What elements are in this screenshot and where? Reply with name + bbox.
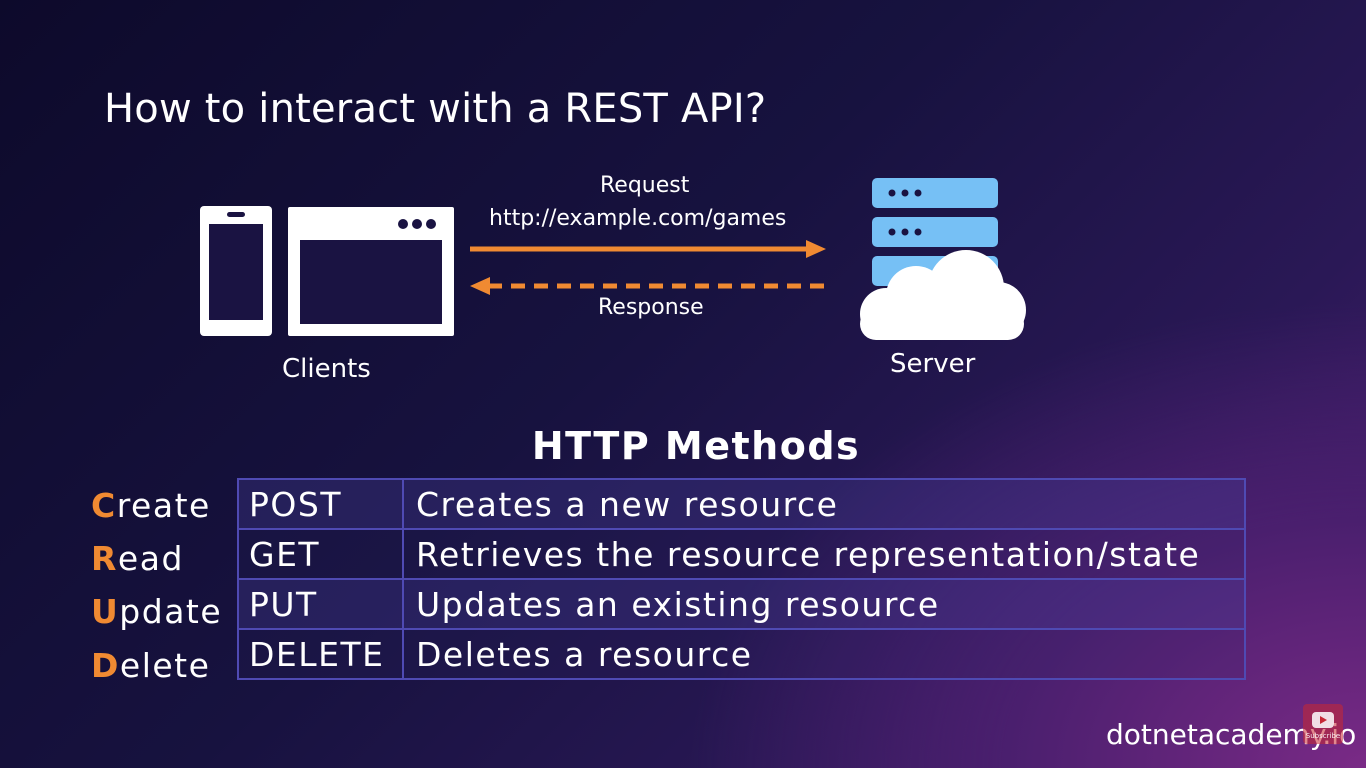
response-label: Response [598, 295, 704, 320]
request-label: Request [600, 173, 690, 198]
browser-window-icon [288, 207, 454, 336]
clients-label: Clients [282, 354, 371, 384]
crud-initial: U [91, 592, 120, 631]
description-cell: Deletes a resource [402, 628, 1246, 680]
crud-initial: D [91, 646, 120, 685]
crud-initial: R [91, 539, 118, 578]
subscribe-button[interactable]: Subscribe [1303, 704, 1343, 744]
method-cell: GET [237, 528, 404, 580]
method-cell: POST [237, 478, 404, 530]
crud-column: Create Read Update Delete [91, 479, 237, 692]
table-row: PUT Updates an existing resource [237, 578, 1246, 630]
method-cell: DELETE [237, 628, 404, 680]
youtube-play-icon [1312, 712, 1334, 728]
crud-rest: ead [117, 539, 184, 578]
crud-read: Read [91, 532, 237, 585]
crud-rest: pdate [119, 592, 223, 631]
description-cell: Updates an existing resource [402, 578, 1246, 630]
cloud-icon [860, 250, 1026, 340]
server-label: Server [890, 349, 976, 379]
crud-create: Create [91, 479, 237, 532]
table-row: POST Creates a new resource [237, 478, 1246, 530]
http-methods-heading: HTTP Methods [531, 424, 861, 468]
response-arrow-icon [470, 277, 826, 295]
method-cell: PUT [237, 578, 404, 630]
crud-initial: C [91, 486, 117, 525]
request-arrow-icon [470, 240, 826, 258]
table-row: GET Retrieves the resource representatio… [237, 528, 1246, 580]
slide-title: How to interact with a REST API? [104, 86, 767, 132]
description-cell: Creates a new resource [402, 478, 1246, 530]
subscribe-label: Subscribe [1305, 732, 1341, 740]
crud-update: Update [91, 585, 237, 638]
table-row: DELETE Deletes a resource [237, 628, 1246, 680]
description-cell: Retrieves the resource representation/st… [402, 528, 1246, 580]
crud-rest: elete [119, 646, 211, 685]
http-methods-table: POST Creates a new resource GET Retrieve… [237, 478, 1246, 680]
request-url: http://example.com/games [489, 206, 787, 231]
crud-rest: reate [116, 486, 211, 525]
phone-icon [200, 206, 272, 336]
crud-delete: Delete [91, 639, 237, 692]
